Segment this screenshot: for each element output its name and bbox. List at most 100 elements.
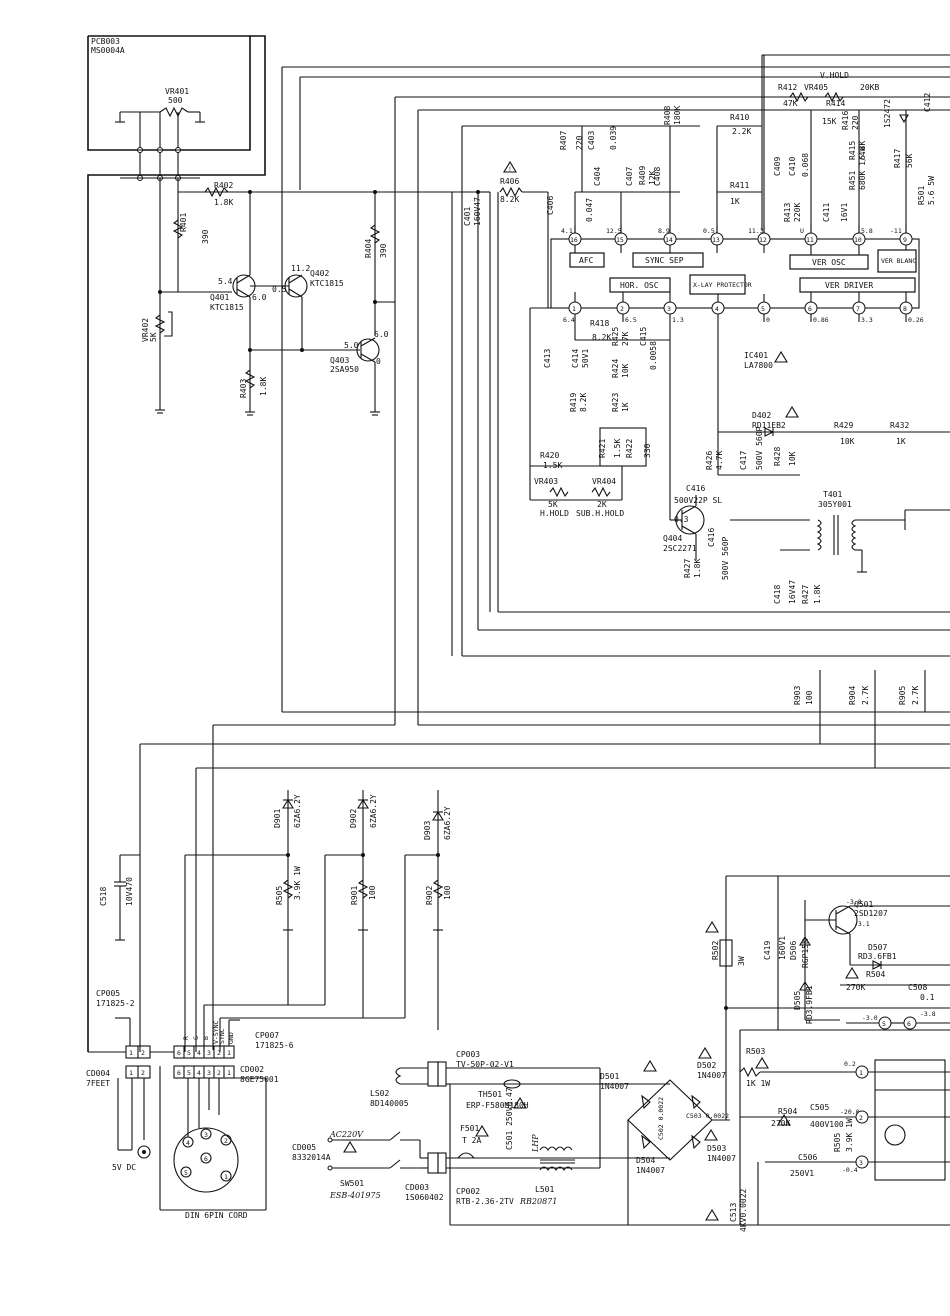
r427-ref: R427 [801,585,810,604]
r408-value: 12K [648,170,657,185]
r501-ref: R502 [711,941,720,960]
svg-text:2: 2 [620,305,624,313]
vr401: VR401 500 [115,87,205,181]
svg-text:2: 2 [217,1049,221,1057]
r451-ref: R501 [917,186,926,205]
c408-ref: C408 [653,167,662,186]
r408-ref: R409 [638,166,647,185]
sw501-ref: SW501 [340,1179,364,1188]
svg-text:-0.4: -0.4 [842,1166,858,1174]
vhold-section: V.HOLD R412 47K VR405 20KB R414 15K R415… [764,71,950,205]
svg-text:4: 4 [186,1139,190,1147]
svg-text:6.4: 6.4 [563,316,575,324]
cp005-c518: C518 10V470 CP005 171825-2 1 2 [88,854,174,1059]
svg-text:10: 10 [854,236,862,244]
c508-value: 0.1 [920,993,935,1002]
q403-part: 2SA950 [330,365,359,374]
d502-ref: D502 [697,1061,716,1070]
vr405-value: 20KB [860,83,879,92]
svg-text:6: 6 [204,1155,208,1163]
r905-ref: R904 [848,686,857,705]
r450-ref: R451 [848,171,857,190]
c406-ref: C406 [546,196,555,215]
r418-ref: R419 [569,393,578,412]
c404-ref: C404 [593,167,602,186]
cp003-part: TV-50P-02-V1 [456,1060,514,1069]
r409-ref: R410 [730,113,749,122]
svg-text:13: 13 [712,236,720,244]
svg-text:3: 3 [207,1069,211,1077]
r405-value: 8.2K [500,195,519,204]
r422-ref: R423 [611,393,620,412]
q501-v2: -3.1 [854,920,870,928]
cp002-part: RTB-2.36-2TV [456,1197,514,1206]
r501-value: 3W [737,956,746,966]
c416-value: 500V22P SL [674,496,722,505]
ls02-part: 8D140005 [370,1099,409,1108]
d503-value: 1N4007 [707,1154,736,1163]
svg-text:2: 2 [141,1049,145,1057]
svg-text:15: 15 [616,236,624,244]
r423-ref: R424 [611,359,620,378]
r414-value: 6.8K [858,141,867,160]
r904-906: R903 100 R904 2.7K R905 2.7K [793,670,926,768]
vr404-value: 2K [597,500,607,509]
ic-hor-osc [609,277,671,293]
c412-ref: C412 [923,93,932,112]
svg-text:R: R [182,1036,190,1040]
c502-label: C502 0.0022 [657,1097,665,1140]
c501-type: LHP [531,1134,540,1153]
d902-value: 6ZA6.2Y [369,794,378,828]
q401-v1: 5.4 [218,277,233,286]
ac-input: CD005 8332014A AC220V SW501 ESB-401975 C… [292,1050,950,1226]
r412-value: 15K [822,117,837,126]
svg-text:4.1: 4.1 [561,227,573,235]
d507-value: RD3.6FB1 [858,952,897,961]
r405-ref: R406 [500,177,519,186]
svg-text:6: 6 [177,1049,181,1057]
r424-ref: R425 [611,327,620,346]
svg-text:0.2: 0.2 [844,1060,856,1068]
r402-ref: R402 [214,181,233,190]
r426-ref: R427 [683,559,692,578]
d501-value: 1N4007 [600,1082,629,1091]
r417-ref: R418 [590,319,609,328]
svg-text:HOR. OSC: HOR. OSC [620,281,659,290]
c501-label: C501 250V0.47 [505,1087,514,1150]
svg-text:8: 8 [903,305,907,313]
th501-ref: TH501 [478,1090,502,1099]
r405-c401: ! R406 8.2K C401 160V47 [463,160,548,612]
q401-v2: 6.0 [252,293,267,302]
q402-part: KTC1815 [310,279,344,288]
svg-text:5: 5 [187,1069,191,1077]
svg-text:-3.8: -3.8 [920,1010,936,1018]
svg-text:14: 14 [665,236,673,244]
svg-text:5: 5 [184,1169,188,1177]
q403-v3: 0 [376,357,381,366]
svg-text:B: B [202,1036,210,1040]
d506-ref: D506 [789,941,798,960]
ic-lower-components: R418 8.2K C413 C414 50V1 R419 8.2K R424 … [529,307,950,518]
cord-label: DIN 6PIN CORD [185,1211,248,1220]
cd003-part: 7FEET [86,1079,110,1088]
q404-section: 0.3 Q404 2SC2271 C416 500V22P SL C416 50… [663,322,822,604]
board-id: PCB003 [91,37,120,46]
vr401-value: 500 [168,96,183,105]
f501-ref: F501 [460,1124,479,1133]
svg-text:0.86: 0.86 [813,316,829,324]
q501-v1: -3.8 [846,898,862,906]
c417-ref: C416 [707,528,716,547]
vhold-label: V.HOLD [820,71,849,80]
cp007-part: 171825-6 [255,1041,294,1050]
r411-value: 47K [783,99,798,108]
q402-v2: 0.5 [272,285,287,294]
svg-text:G: G [192,1036,200,1040]
svg-text:4: 4 [715,305,719,313]
h-drive-section: R402 1.8K R401 390 VR402 5K 5.4 6.0 Q401… [141,178,478,416]
q404-v1: 0.3 [674,515,689,524]
vr403-value: 5K [548,500,558,509]
r410-value: 1K [730,197,740,206]
r417-value: 8.2K [592,333,611,342]
svg-text:16: 16 [570,236,578,244]
c513-value: 4KV0.0022 [739,1188,748,1232]
